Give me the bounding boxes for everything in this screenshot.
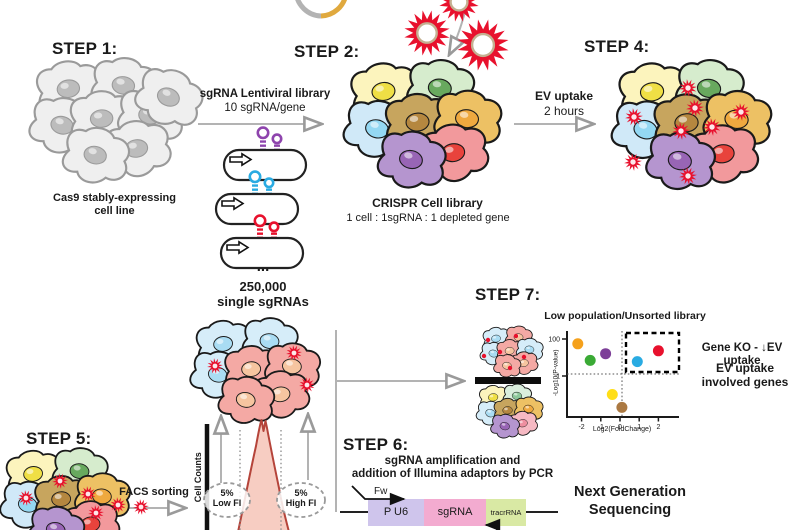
cell-clusters bbox=[0, 57, 773, 530]
ev-starbursts bbox=[18, 0, 750, 521]
sgrna-box bbox=[424, 499, 486, 526]
flow-arrows bbox=[120, 0, 594, 512]
plasmid-ellipsis: ... bbox=[256, 258, 270, 275]
volcano-x-label: Log2(FoldChange) bbox=[592, 426, 652, 433]
volcano-title: Low population/Unsorted library bbox=[544, 310, 706, 322]
low-gate-pct: 5% bbox=[220, 488, 234, 498]
step6-caption-1: sgRNA amplification and bbox=[384, 455, 521, 467]
facs-label: FACS sorting bbox=[119, 486, 189, 498]
high-gate-pct: 5% bbox=[294, 488, 308, 498]
pu6-label: P U6 bbox=[383, 506, 409, 518]
fw-primer-arrow bbox=[351, 485, 406, 506]
sgrna-count-1: 250,000 bbox=[239, 279, 287, 294]
step2-caption-2: 1 cell : 1sgRNA : 1 depleted gene bbox=[346, 212, 510, 224]
lentiviral-label-1: sgRNA Lentiviral library bbox=[199, 88, 331, 100]
ev-uptake-label-1: EV uptake bbox=[534, 89, 594, 103]
gene-ko-annotation: Gene KO - ↓EV uptake bbox=[701, 342, 783, 368]
volcano-y-label: -Log10(P-value) bbox=[552, 349, 560, 397]
ev-involved-1: EV uptake bbox=[715, 361, 775, 375]
svg-text:0: 0 bbox=[618, 424, 622, 431]
step2-title: STEP 2: bbox=[294, 42, 360, 61]
volcano-plot: 100 1 -2 -1 0 1 2 bbox=[548, 331, 681, 431]
sgrna-count-2: single sgRNAs bbox=[217, 294, 309, 309]
ngs-label-2: Sequencing bbox=[588, 502, 672, 518]
step5-title: STEP 5: bbox=[26, 429, 92, 448]
population-separator-bar bbox=[475, 377, 541, 384]
svg-text:100: 100 bbox=[548, 336, 560, 343]
low-gate-ellipse bbox=[203, 482, 251, 518]
lentiviral-label-2: 10 sgRNA/gene bbox=[224, 102, 306, 114]
step6-caption-2: addition of Illumina adaptors by PCR bbox=[351, 468, 554, 480]
svg-text:-1: -1 bbox=[598, 424, 604, 431]
step7-title: STEP 7: bbox=[475, 285, 541, 304]
low-gate-label: Low FI bbox=[212, 498, 242, 508]
facs-histogram bbox=[203, 419, 326, 530]
ev-involved-2: involved genes bbox=[701, 375, 789, 389]
volcano-axes bbox=[566, 331, 679, 418]
high-gate-label: High FI bbox=[285, 498, 317, 508]
svg-text:2: 2 bbox=[656, 424, 660, 431]
tracrrna-label: tracrRNA bbox=[490, 508, 522, 517]
hit-highlight-box bbox=[624, 331, 681, 374]
step6-title: STEP 6: bbox=[343, 435, 409, 454]
cell-counts-axis-label: Cell Counts bbox=[192, 452, 203, 503]
step1-title: STEP 1: bbox=[52, 39, 118, 58]
sgrna-plasmids bbox=[214, 126, 308, 270]
step4-title: STEP 4: bbox=[584, 37, 650, 56]
ev-uptake-label-2: 2 hours bbox=[543, 104, 585, 118]
svg-text:1: 1 bbox=[637, 424, 641, 431]
step1-caption-1: Cas9 stably-expressing bbox=[53, 192, 176, 204]
step2-caption-1: CRISPR Cell library bbox=[372, 196, 483, 210]
volcano-points-and-ticks: 100 1 -2 -1 0 1 2 bbox=[548, 336, 664, 431]
ngs-label-1: Next Generation bbox=[574, 484, 686, 500]
plasmid-icon-partial bbox=[295, 0, 347, 19]
high-gate-ellipse bbox=[276, 482, 326, 518]
rv-primer-arrow bbox=[484, 518, 501, 530]
fw-primer-label: Fw bbox=[374, 486, 388, 497]
svg-text:1: 1 bbox=[556, 373, 560, 380]
sgrna-box-label: sgRNA bbox=[437, 506, 473, 518]
step1-caption-2: cell line bbox=[94, 205, 135, 217]
svg-text:-2: -2 bbox=[578, 424, 584, 431]
pcr-construct bbox=[340, 485, 558, 530]
